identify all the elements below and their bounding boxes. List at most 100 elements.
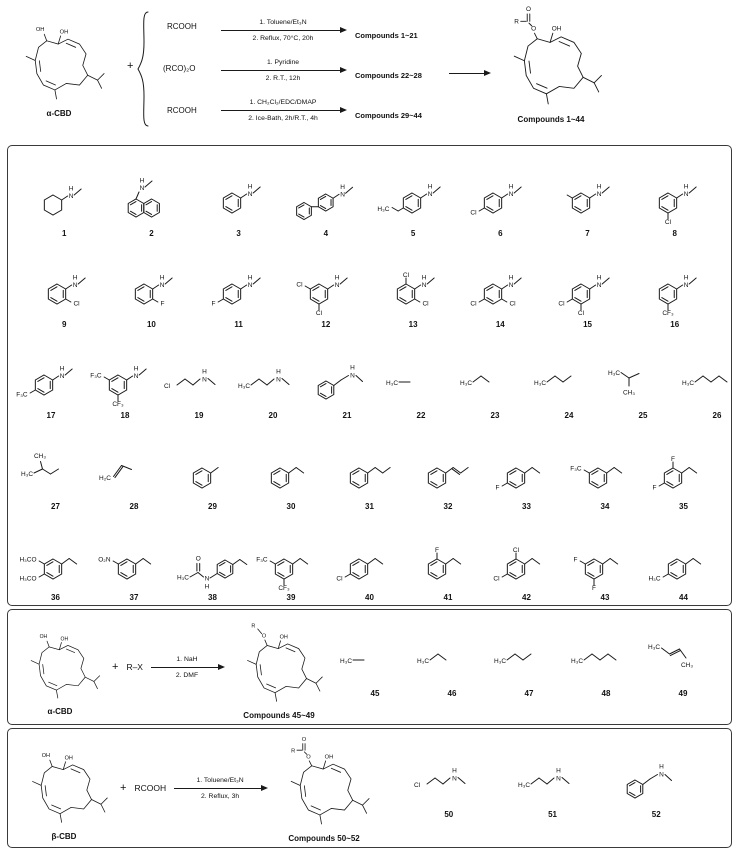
svg-text:H: H bbox=[335, 275, 340, 282]
svg-text:N: N bbox=[452, 776, 457, 783]
compound-12-number: 12 bbox=[321, 320, 331, 329]
svg-text:OH: OH bbox=[60, 29, 69, 35]
svg-text:N: N bbox=[340, 191, 345, 198]
svg-text:H: H bbox=[247, 184, 252, 191]
svg-text:H: H bbox=[452, 768, 457, 775]
compound-2-number: 2 bbox=[149, 229, 154, 238]
svg-text:F: F bbox=[652, 485, 656, 492]
svg-text:F: F bbox=[435, 547, 439, 554]
svg-text:H₃C: H₃C bbox=[571, 658, 583, 665]
svg-text:O: O bbox=[195, 556, 200, 563]
svg-text:F₃C: F₃C bbox=[16, 392, 28, 399]
svg-text:H: H bbox=[659, 764, 664, 771]
compound-31-number: 31 bbox=[365, 502, 374, 511]
compound-39-number: 39 bbox=[286, 593, 296, 602]
svg-text:H: H bbox=[73, 275, 78, 282]
compound-47-structure: H₃C bbox=[494, 653, 532, 665]
svg-text:N: N bbox=[335, 282, 340, 289]
compound-40-number: 40 bbox=[365, 593, 374, 602]
svg-text:N: N bbox=[422, 282, 427, 289]
svg-text:CH₃: CH₃ bbox=[681, 662, 693, 669]
svg-text:H: H bbox=[60, 366, 65, 373]
compound-6-number: 6 bbox=[498, 229, 503, 238]
svg-text:R: R bbox=[291, 748, 295, 754]
compound-18-number: 18 bbox=[120, 411, 130, 420]
svg-text:H: H bbox=[509, 275, 514, 282]
svg-text:H: H bbox=[428, 184, 433, 191]
svg-text:H₃C: H₃C bbox=[176, 575, 188, 582]
compound-50-number: 50 bbox=[444, 810, 454, 819]
svg-text:CF₃: CF₃ bbox=[112, 401, 124, 408]
svg-text:OH: OH bbox=[42, 753, 50, 759]
svg-text:N: N bbox=[134, 373, 139, 380]
compound-48-structure: H₃C bbox=[571, 653, 617, 665]
svg-text:OH: OH bbox=[552, 25, 562, 32]
svg-text:N: N bbox=[204, 576, 209, 583]
svg-text:CF₃: CF₃ bbox=[278, 585, 290, 592]
svg-text:H₃C: H₃C bbox=[682, 380, 694, 387]
compound-4-structure: NH bbox=[296, 184, 353, 221]
svg-text:F: F bbox=[671, 456, 675, 463]
svg-text:N: N bbox=[684, 282, 689, 289]
svg-text:CF₃: CF₃ bbox=[662, 310, 674, 317]
svg-text:F: F bbox=[495, 485, 499, 492]
svg-text:O: O bbox=[262, 634, 267, 640]
alpha-cbd-caption: α-CBD bbox=[46, 109, 72, 118]
svg-text:N: N bbox=[596, 282, 601, 289]
svg-text:H₃C: H₃C bbox=[494, 658, 506, 665]
route-3-step2: 2. Ice-Bath, 2h/R.T., 4h bbox=[248, 115, 318, 122]
svg-text:N: N bbox=[556, 776, 561, 783]
route-2-arrow-icon bbox=[221, 67, 347, 73]
svg-text:Cl: Cl bbox=[336, 576, 343, 583]
route-1-step2: 2. Reflux, 70°C, 20h bbox=[252, 35, 314, 42]
route-2-step2: 2. R.T., 12h bbox=[265, 75, 301, 82]
svg-text:F: F bbox=[592, 585, 596, 592]
compound-33-structure: F bbox=[495, 467, 540, 492]
compound-45-number: 45 bbox=[370, 689, 380, 698]
svg-text:Cl: Cl bbox=[164, 383, 171, 390]
compound-5-number: 5 bbox=[410, 229, 416, 238]
svg-text:H: H bbox=[160, 275, 165, 282]
product-1-44-caption: Compounds 1~44 bbox=[517, 115, 585, 124]
compound-21-number: 21 bbox=[342, 411, 352, 420]
svg-text:H: H bbox=[340, 184, 345, 191]
compound-30: 30 bbox=[254, 448, 328, 512]
svg-text:N: N bbox=[247, 282, 252, 289]
compound-24-number: 24 bbox=[564, 411, 574, 420]
svg-text:N: N bbox=[73, 282, 78, 289]
compound-32: 32 bbox=[411, 448, 485, 512]
compound-26-number: 26 bbox=[712, 411, 722, 420]
compound-43-number: 43 bbox=[600, 593, 610, 602]
compound-31-structure bbox=[349, 467, 391, 489]
svg-text:F₃C: F₃C bbox=[90, 373, 102, 380]
compound-7-number: 7 bbox=[585, 229, 590, 238]
svg-text:H: H bbox=[69, 186, 74, 193]
compound-11-structure: NHF bbox=[211, 275, 261, 308]
svg-text:OH: OH bbox=[325, 754, 334, 760]
